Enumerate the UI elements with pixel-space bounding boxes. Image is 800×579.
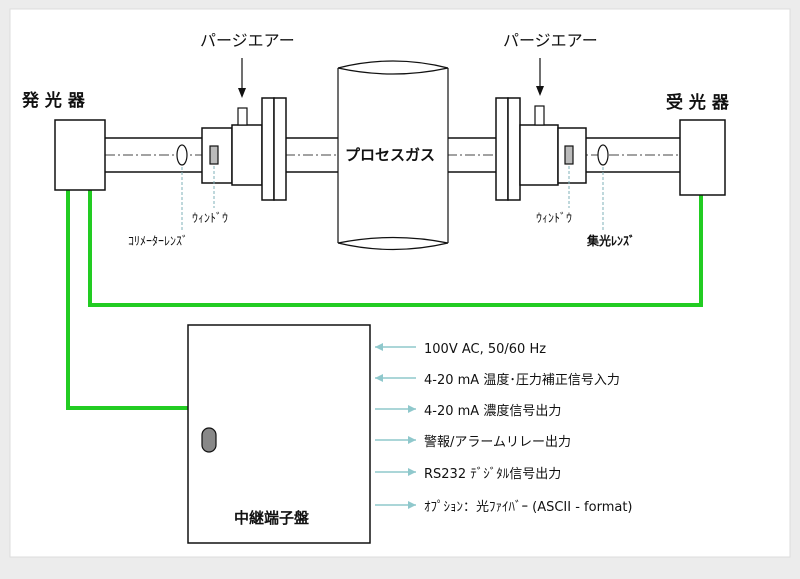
collimator-lens-element — [176, 144, 188, 166]
receiver-label: 受 光 器 — [666, 92, 730, 113]
emitter-label: 発 光 器 — [21, 90, 86, 111]
signal-label-concentration-output: 4-20 mA 濃度信号出力 — [424, 403, 561, 419]
process-gas-label-bg — [342, 143, 444, 165]
receiver-box — [679, 119, 726, 196]
signal-arrow-4 — [375, 468, 416, 476]
condenser-lens-label: 集光ﾚﾝｽﾞ — [586, 233, 635, 248]
signal-arrows — [375, 343, 416, 509]
signal-label-power: 100V AC, 50/60 Hz — [424, 342, 546, 357]
signal-label-rs232: RS232 ﾃﾞｼﾞﾀﾙ信号出力 — [424, 467, 561, 482]
junction-box-handle — [201, 427, 217, 453]
cable-emitter-receiver — [88, 190, 703, 307]
purge-air-left-arrow — [238, 58, 246, 98]
signal-arrow-3 — [375, 436, 416, 444]
signal-label-alarm-relay: 警報/アラームリレー出力 — [424, 434, 571, 450]
left-window-assembly — [176, 97, 287, 201]
signal-arrow-2 — [375, 405, 416, 413]
condenser-lens-element — [597, 144, 609, 166]
purge-air-left-label: パージエアー — [200, 31, 295, 50]
right-window-assembly — [495, 97, 609, 201]
junction-box-label: 中継端子盤 — [234, 509, 310, 527]
window-left-element — [209, 145, 219, 165]
collimator-lens-label: ｺﾘﾒｰﾀｰﾚﾝｽﾞ — [128, 234, 188, 248]
cable-emitter-junction — [66, 190, 188, 410]
signal-arrow-0 — [375, 343, 416, 351]
signal-label-optical-fiber: ｵﾌﾟｼｮﾝ：光ﾌｧｲﾊﾞｰ (ASCII - format) — [424, 500, 633, 515]
window-left-label: ｳｨﾝﾄﾞｳ — [192, 211, 228, 225]
signal-arrow-5 — [375, 501, 416, 509]
signal-label-compensation-input: 4-20 mA 温度･圧力補正信号入力 — [424, 372, 620, 388]
window-right-label: ｳｨﾝﾄﾞｳ — [536, 211, 572, 225]
window-right-element — [564, 145, 574, 165]
emitter-box — [54, 119, 106, 191]
signal-arrow-1 — [375, 374, 416, 382]
purge-air-right-arrow — [536, 58, 544, 96]
junction-box — [187, 324, 371, 544]
process-gas-label: プロセスガス — [345, 146, 435, 164]
purge-air-right-label: パージエアー — [503, 31, 598, 50]
